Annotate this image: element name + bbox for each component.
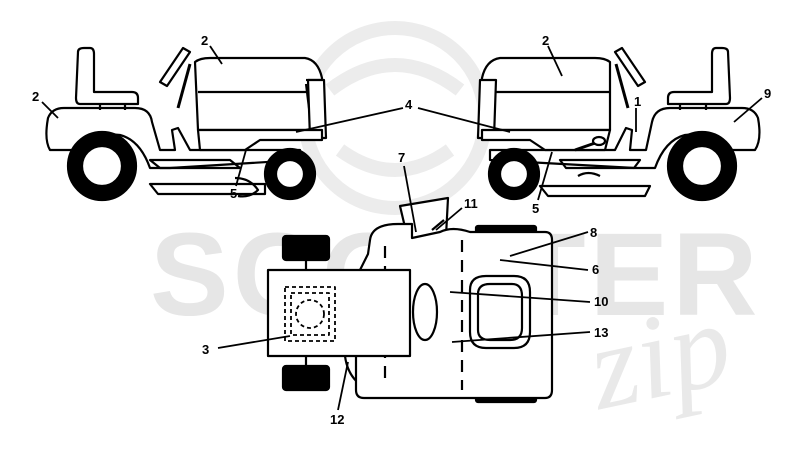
callout-c9: 9 (764, 86, 771, 101)
callout-c1: 1 (634, 94, 641, 109)
callout-c3: 3 (202, 342, 209, 357)
leader-c4-left (295, 107, 404, 133)
callout-c4: 4 (405, 97, 413, 112)
leader-lines (41, 45, 763, 411)
tractor-top-view (266, 196, 554, 404)
leader-c2-left-hood (209, 45, 223, 65)
callout-c8: 8 (590, 225, 597, 240)
leader-c2-left-seat (41, 101, 59, 119)
watermark-brand-script: zip (575, 276, 742, 436)
callout-c13: 13 (594, 325, 608, 340)
callout-c2-left-hood: 2 (201, 33, 208, 48)
leader-c11 (435, 207, 463, 231)
leader-c3 (217, 335, 291, 349)
leader-c5-left (235, 149, 247, 187)
leader-c6 (499, 259, 589, 271)
leader-c7 (403, 165, 417, 233)
tractor-side-view-left (45, 46, 328, 202)
callout-c2-left-seat: 2 (32, 89, 39, 104)
tractor-side-view-right (476, 46, 761, 202)
callout-c10: 10 (594, 294, 608, 309)
leader-c2-right-hood (547, 45, 563, 77)
callout-c6: 6 (592, 262, 599, 277)
callout-c11: 11 (464, 196, 478, 211)
leader-c13 (451, 331, 591, 343)
callout-c2-right-hood: 2 (542, 33, 549, 48)
callout-numbers: 2 2 4 5 2 9 1 5 7 11 8 6 10 3 13 12 (32, 33, 771, 427)
callout-c7: 7 (398, 150, 405, 165)
callout-c5-left: 5 (230, 186, 237, 201)
callout-c5-right: 5 (532, 201, 539, 216)
leader-c4-right (417, 107, 511, 133)
callout-c12: 12 (330, 412, 344, 427)
leader-c9 (733, 97, 763, 123)
leader-c12 (337, 361, 349, 411)
leader-c8 (509, 231, 589, 257)
leader-c5-right (537, 151, 553, 201)
leader-c10 (449, 291, 591, 303)
